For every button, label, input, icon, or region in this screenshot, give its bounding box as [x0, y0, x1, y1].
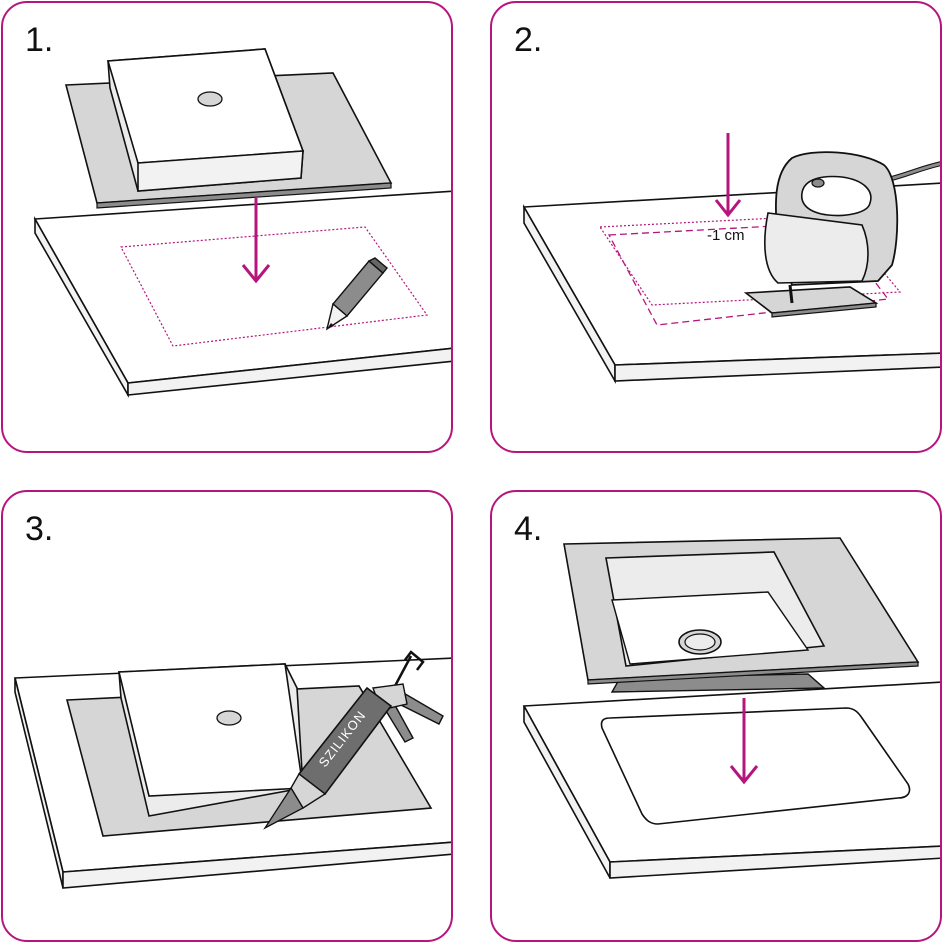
jigsaw-icon: [743, 151, 940, 318]
countertop-icon: [33, 190, 451, 399]
countertop-cutout-icon: [522, 681, 940, 879]
arrow-down-icon: [729, 698, 759, 785]
step-number: 3.: [25, 510, 54, 548]
arrow-down-icon: [714, 133, 742, 218]
sink-icon: [563, 537, 920, 693]
step-1-panel: 1.: [1, 1, 453, 453]
step-4-illustration: [522, 537, 940, 879]
marking-outline: [598, 214, 902, 306]
step-number: 4.: [514, 510, 543, 548]
step-3-panel: 3. SZILIKON: [1, 490, 453, 942]
step-3-illustration: SZILIKON: [13, 650, 451, 889]
pencil-icon: [325, 257, 388, 331]
arrow-down-icon: [241, 198, 271, 284]
marking-outline: [120, 226, 429, 347]
step-1-illustration: [33, 48, 451, 399]
step-4-panel: 4.: [490, 490, 942, 942]
step-2-panel: 2. -1 cm: [490, 1, 942, 453]
offset-label: -1 cm: [707, 227, 745, 244]
cut-line: [607, 222, 890, 326]
step-number: 1.: [25, 21, 54, 59]
sink-top-icon: [64, 48, 393, 209]
step-2-illustration: -1 cm: [522, 133, 940, 384]
step-number: 2.: [514, 21, 543, 59]
